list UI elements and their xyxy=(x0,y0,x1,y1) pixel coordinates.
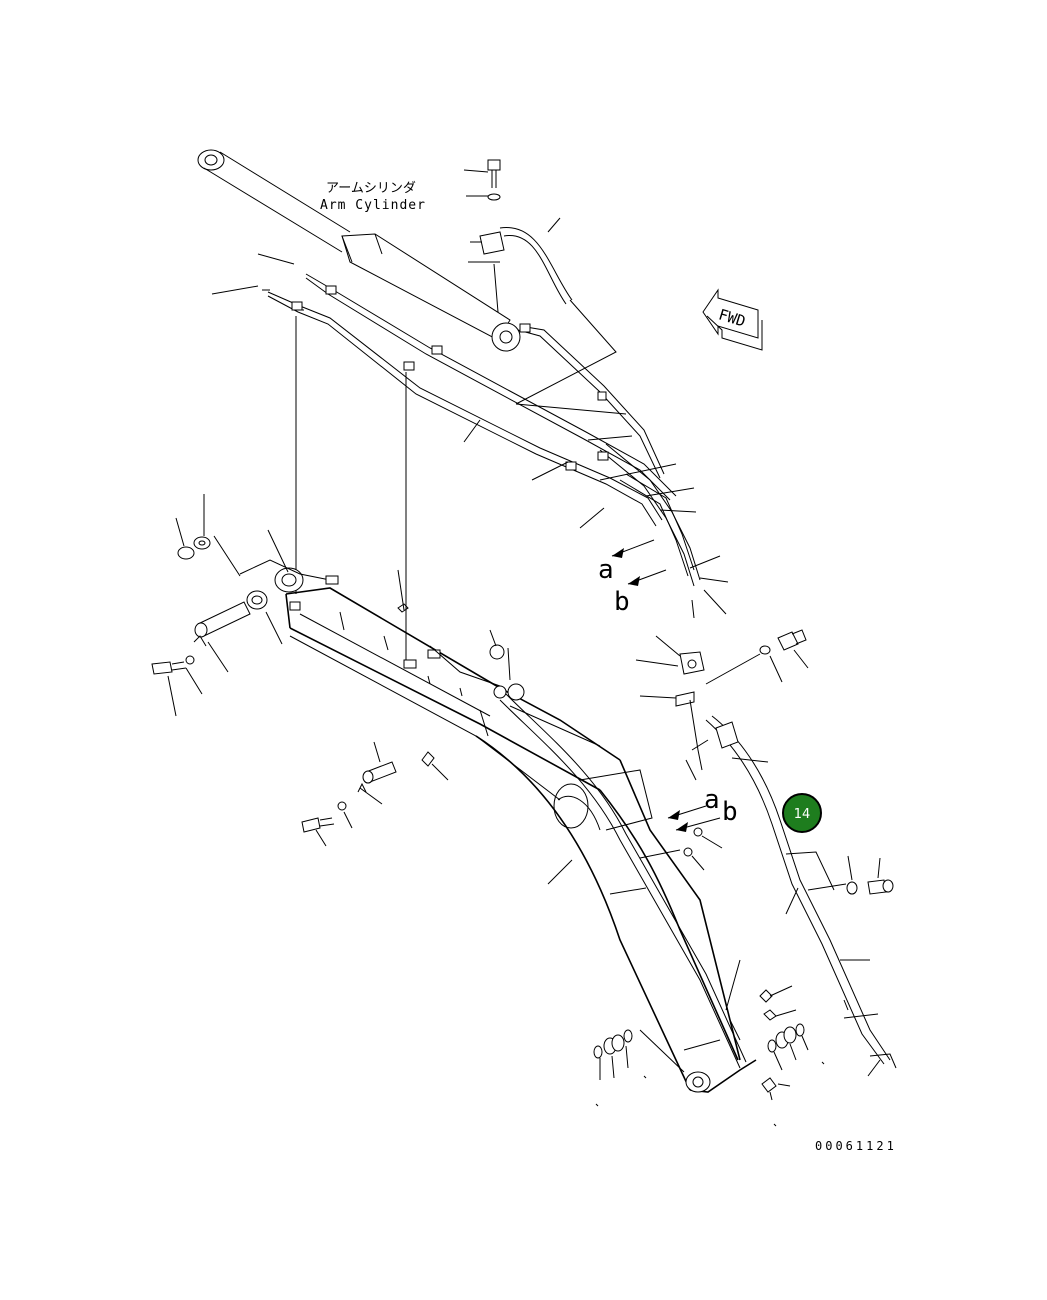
boom-mid-pin-hardware xyxy=(301,741,573,885)
wiring-harness xyxy=(705,715,897,1077)
callout-14-number: 14 xyxy=(794,807,811,822)
fwd-arrow-icon: FWD xyxy=(702,288,763,351)
ref-b-left: b xyxy=(614,587,630,617)
callout-14-circle xyxy=(782,793,822,833)
leader-lines-top xyxy=(211,253,729,664)
hydraulic-pipes xyxy=(262,273,701,587)
callout-14[interactable]: 14 xyxy=(782,793,822,833)
arm-cylinder xyxy=(197,149,521,352)
drawing-number: 00061121 xyxy=(815,1139,897,1153)
cylinder-label-jp: アームシリンダ xyxy=(326,181,416,196)
boom-tip xyxy=(213,529,339,645)
pipe-clamps xyxy=(291,285,609,471)
boom-top-hardware xyxy=(339,569,511,737)
ref-arrows-right: a b xyxy=(667,785,738,871)
boom-pin-hardware xyxy=(151,494,251,717)
cylinder-clamp-hardware xyxy=(463,159,573,313)
ref-a-right: a xyxy=(704,785,720,815)
boom-foot-hardware xyxy=(593,959,825,1127)
boom xyxy=(285,587,757,1093)
ref-b-right: b xyxy=(722,797,738,827)
cylinder-label-en: Arm Cylinder xyxy=(320,198,426,213)
ref-a-left: a xyxy=(598,555,614,585)
ref-arrows-left: a b xyxy=(598,539,667,617)
harness-bracket-hardware xyxy=(635,629,809,781)
